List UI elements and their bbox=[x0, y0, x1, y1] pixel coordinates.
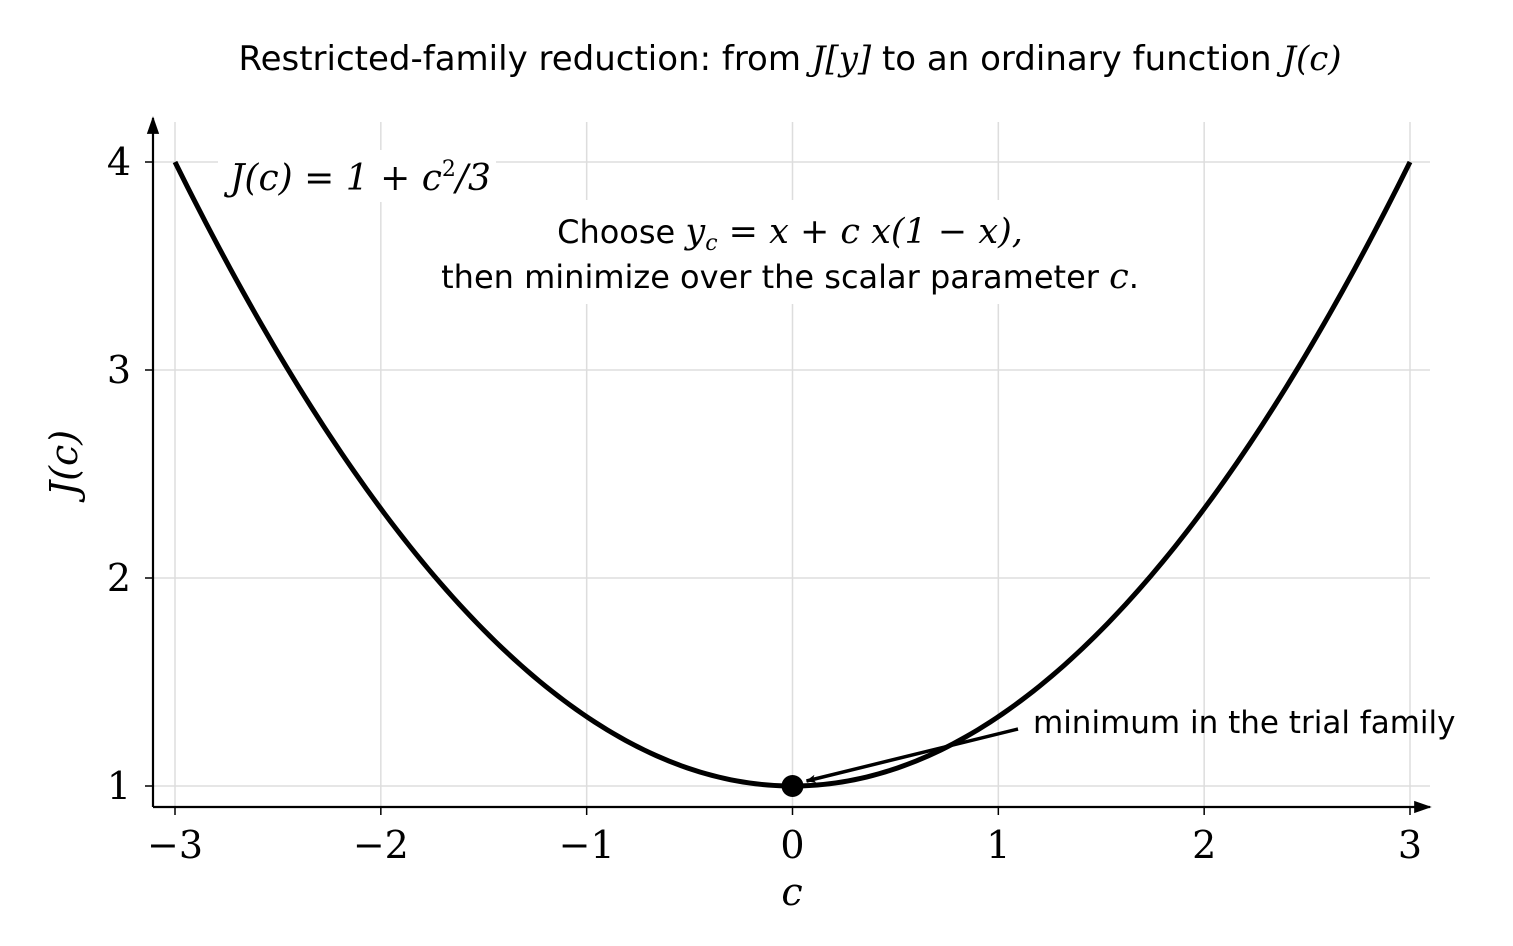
minimum-point bbox=[781, 775, 804, 797]
x-tick-label-6: 3 bbox=[1398, 823, 1422, 867]
x-tick-label-2: −1 bbox=[559, 823, 615, 867]
title-middle: to an ordinary function bbox=[871, 39, 1282, 79]
note-line-1-formula: = x + c x(1 − x), bbox=[718, 212, 1023, 252]
x-tick-label-1: −2 bbox=[353, 823, 409, 867]
note-line-2: then minimize over the scalar parameter … bbox=[441, 257, 1139, 297]
y-tick-label-0: 1 bbox=[107, 764, 131, 808]
chart-title: Restricted-family reduction: from J[y] t… bbox=[238, 39, 1341, 79]
curve-label-superscript: 2 bbox=[442, 157, 456, 182]
y-axis-label: J(c) bbox=[42, 430, 86, 503]
note-line-2-suffix: . bbox=[1129, 258, 1139, 296]
annotation-label: minimum in the trial family bbox=[1033, 705, 1455, 741]
note-line-2-var: c bbox=[1109, 257, 1129, 297]
axes bbox=[145, 116, 1432, 815]
x-tick-label-5: 2 bbox=[1192, 823, 1216, 867]
note-line-1-prefix: Choose bbox=[557, 213, 685, 251]
tick-labels: −3 −2 −1 0 1 2 3 1 2 3 4 bbox=[107, 140, 1422, 867]
curve-label: J(c) = 1 + c2/3 bbox=[223, 157, 491, 199]
x-axis-label: c bbox=[781, 870, 802, 914]
title-symbol-functional: J[y] bbox=[806, 39, 872, 79]
x-tick-label-4: 1 bbox=[986, 823, 1010, 867]
curve-label-main: J(c) = 1 + c bbox=[223, 158, 442, 199]
title-symbol-function: J(c) bbox=[1276, 39, 1341, 79]
note-background bbox=[440, 200, 1140, 304]
note-line-1: Choose yc = x + c x(1 − x), bbox=[557, 212, 1023, 256]
curve-label-tail: /3 bbox=[453, 158, 491, 199]
title-prefix: Restricted-family reduction: from bbox=[238, 39, 811, 79]
x-tick-label-0: −3 bbox=[147, 823, 203, 867]
y-tick-label-2: 3 bbox=[107, 348, 131, 392]
annotation-arrow bbox=[805, 727, 1019, 783]
note-line-1-var: y bbox=[683, 212, 706, 252]
note-line-2-prefix: then minimize over the scalar parameter bbox=[441, 258, 1109, 296]
x-tick-label-3: 0 bbox=[780, 823, 804, 867]
y-tick-label-3: 4 bbox=[107, 140, 131, 184]
y-tick-label-1: 2 bbox=[107, 556, 131, 600]
curve-label-background bbox=[218, 150, 496, 202]
curve-layer bbox=[172, 160, 1413, 797]
note-line-1-subscript: c bbox=[705, 231, 717, 256]
